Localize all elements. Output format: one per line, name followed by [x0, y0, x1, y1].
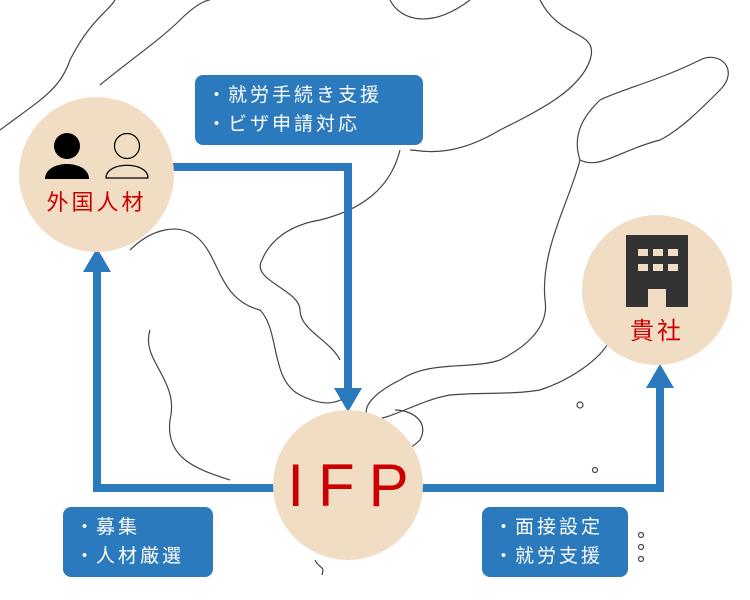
- support-box-right: 面接設定 就労支援: [482, 507, 628, 577]
- support-item: ビザ申請対応: [207, 110, 413, 139]
- flow-line-ifp-to-company: [400, 385, 664, 492]
- company-label: 貴社: [630, 316, 684, 345]
- map-island: [637, 531, 645, 539]
- map-outline: [259, 149, 401, 361]
- person-outline-icon: [104, 132, 149, 179]
- support-item: 就労支援: [494, 542, 618, 571]
- map-island: [637, 555, 645, 563]
- map-outline: [99, 0, 211, 86]
- support-box-left: 募集 人材厳選: [63, 507, 213, 577]
- flow-line-talent-to-ifp: [170, 163, 352, 390]
- map-outline: [0, 0, 116, 131]
- map-outline: [147, 329, 231, 481]
- arrow-up-icon: [83, 248, 111, 272]
- arrow-down-icon: [334, 388, 362, 412]
- person-icons: [44, 132, 149, 179]
- support-item: 募集: [75, 513, 203, 542]
- building-icon: [626, 234, 688, 307]
- map-island: [314, 559, 324, 576]
- company-node: 貴社: [582, 215, 732, 365]
- support-item: 人材厳選: [75, 542, 203, 571]
- arrow-up-icon: [646, 364, 674, 388]
- flow-line-ifp-to-talent: [93, 270, 300, 492]
- map-outline: [129, 228, 351, 404]
- foreign-talent-node: 外国人材: [19, 97, 174, 252]
- support-item: 面接設定: [494, 513, 618, 542]
- support-item: 就労手続き支援: [207, 81, 413, 110]
- map-island: [591, 466, 599, 474]
- support-box-top: 就労手続き支援 ビザ申請対応: [195, 75, 423, 145]
- map-outline: [409, 0, 593, 153]
- map-island: [637, 543, 645, 551]
- map-outline: [576, 56, 729, 164]
- ifp-label: IFP: [287, 451, 423, 519]
- map-island: [576, 401, 584, 409]
- person-filled-icon: [44, 132, 89, 179]
- ifp-node: IFP: [273, 410, 423, 560]
- map-outline: [365, 159, 611, 421]
- map-outline: [389, 0, 471, 20]
- foreign-talent-label: 外国人材: [46, 190, 147, 216]
